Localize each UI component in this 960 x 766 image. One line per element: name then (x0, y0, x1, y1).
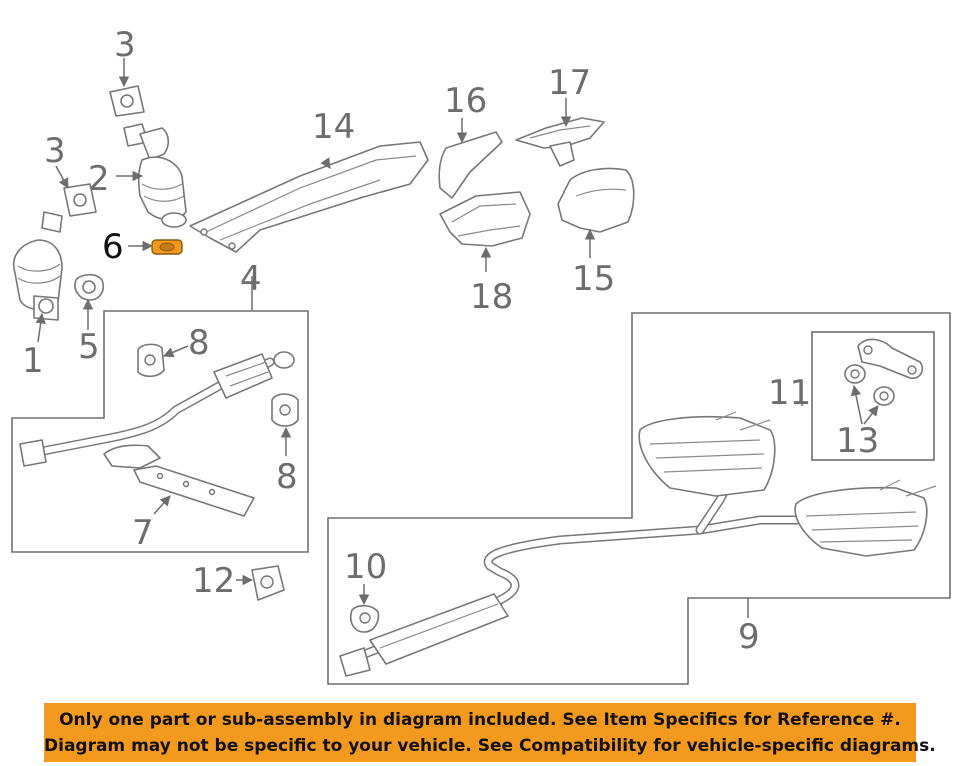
callout-12: 12 (192, 561, 235, 601)
callout-8-upper: 8 (188, 323, 210, 363)
part-7-bracket[interactable] (133, 465, 255, 517)
callout-11: 11 (768, 373, 811, 413)
callout-1: 1 (22, 341, 44, 381)
callout-17: 17 (548, 63, 591, 103)
part-4-front-pipe-assembly[interactable] (19, 351, 295, 469)
callout-7: 7 (132, 513, 154, 553)
callout-2: 2 (88, 159, 110, 199)
part-16-heat-shield[interactable] (438, 131, 503, 199)
callout-8-lower: 8 (276, 457, 298, 497)
callout-6: 6 (102, 227, 124, 267)
callout-4: 4 (240, 259, 262, 299)
exhaust-parts-diagram: 3 3 2 6 1 5 4 8 8 7 12 14 16 17 15 18 10… (11, 25, 951, 685)
group-box-4 (11, 310, 309, 553)
part-3-gasket-upper[interactable] (109, 85, 145, 117)
part-8-hanger-upper[interactable] (137, 343, 165, 378)
group-box-11 (811, 331, 935, 461)
part-10-gasket[interactable] (349, 604, 380, 633)
part-15-heat-shield[interactable] (557, 167, 635, 233)
part-14-heat-shield[interactable] (189, 141, 429, 253)
part-2-catalytic-converter-right[interactable] (123, 123, 187, 228)
part-6-seal-highlighted[interactable] (151, 239, 183, 255)
part-1-catalytic-converter-left[interactable] (12, 211, 63, 321)
part-11-hanger-bracket[interactable] (857, 338, 924, 380)
leader-lines (35, 58, 879, 618)
part-18-heat-shield[interactable] (439, 191, 531, 247)
part-9-muffler-assembly[interactable] (339, 411, 937, 677)
disclaimer-line-1: Only one part or sub-assembly in diagram… (59, 710, 901, 730)
callout-14: 14 (312, 107, 355, 147)
part-8-hanger-lower[interactable] (271, 393, 299, 427)
disclaimer-banner: Only one part or sub-assembly in diagram… (44, 703, 936, 762)
part-13-insulator-a[interactable] (844, 364, 866, 384)
callout-13: 13 (836, 421, 879, 461)
part-12-insulator[interactable] (251, 565, 285, 601)
part-3-gasket-lower[interactable] (63, 183, 97, 217)
callout-9: 9 (738, 617, 760, 657)
disclaimer-line-2: Diagram may not be specific to your vehi… (44, 736, 936, 756)
callout-10: 10 (344, 547, 387, 587)
part-13-insulator-b[interactable] (873, 386, 895, 406)
callout-15: 15 (572, 259, 615, 299)
callout-16: 16 (444, 81, 487, 121)
callout-5: 5 (78, 327, 100, 367)
callout-18: 18 (470, 277, 513, 317)
callout-3-upper: 3 (114, 25, 136, 65)
group-box-9 (327, 312, 951, 685)
part-17-bracket[interactable] (515, 117, 605, 167)
part-5-gasket[interactable] (74, 273, 105, 301)
callout-3-lower: 3 (44, 131, 66, 171)
